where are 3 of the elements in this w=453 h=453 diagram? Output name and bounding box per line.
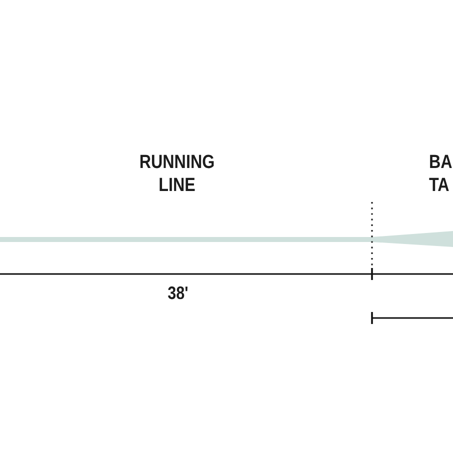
section-label: BA TA [429, 151, 452, 197]
section-label: RUNNING LINE [139, 151, 215, 197]
dimension-label: 38' [168, 283, 188, 303]
